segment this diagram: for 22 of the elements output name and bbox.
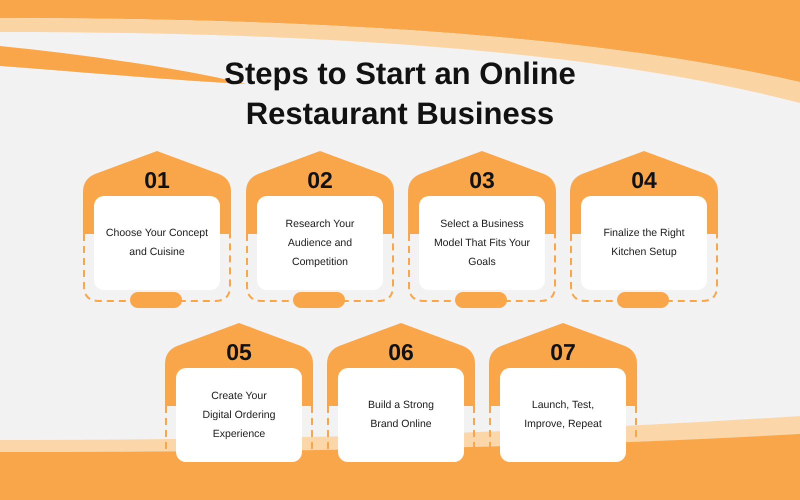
- step-number: 06: [388, 338, 414, 366]
- step-number: 04: [631, 166, 657, 194]
- step-number: 05: [226, 338, 252, 366]
- step-text: Build a Strong Brand Online: [367, 398, 435, 432]
- step-number: 07: [550, 338, 576, 366]
- step-card: [83, 150, 231, 310]
- step-text: Research Your Audience and Competition: [284, 216, 356, 270]
- title: Steps to Start an Online Restaurant Business: [223, 55, 577, 133]
- step-text: Finalize the Right Kitchen Setup: [602, 226, 686, 260]
- step-text: Create Your Digital Ordering Experience: [202, 388, 276, 442]
- step-text: Launch, Test, Improve, Repeat: [523, 398, 603, 432]
- step-card: [165, 322, 313, 462]
- step-number: 01: [144, 166, 170, 194]
- step-card: [327, 322, 475, 462]
- step-card: [408, 150, 556, 310]
- step-card: [246, 150, 394, 310]
- step-card: [570, 150, 718, 310]
- step-card: [489, 322, 637, 462]
- step-text: Choose Your Concept and Cuisine: [104, 226, 210, 260]
- step-text: Select a Business Model That Fits Your Goals: [432, 216, 532, 270]
- step-number: 03: [469, 166, 495, 194]
- step-number: 02: [307, 166, 333, 194]
